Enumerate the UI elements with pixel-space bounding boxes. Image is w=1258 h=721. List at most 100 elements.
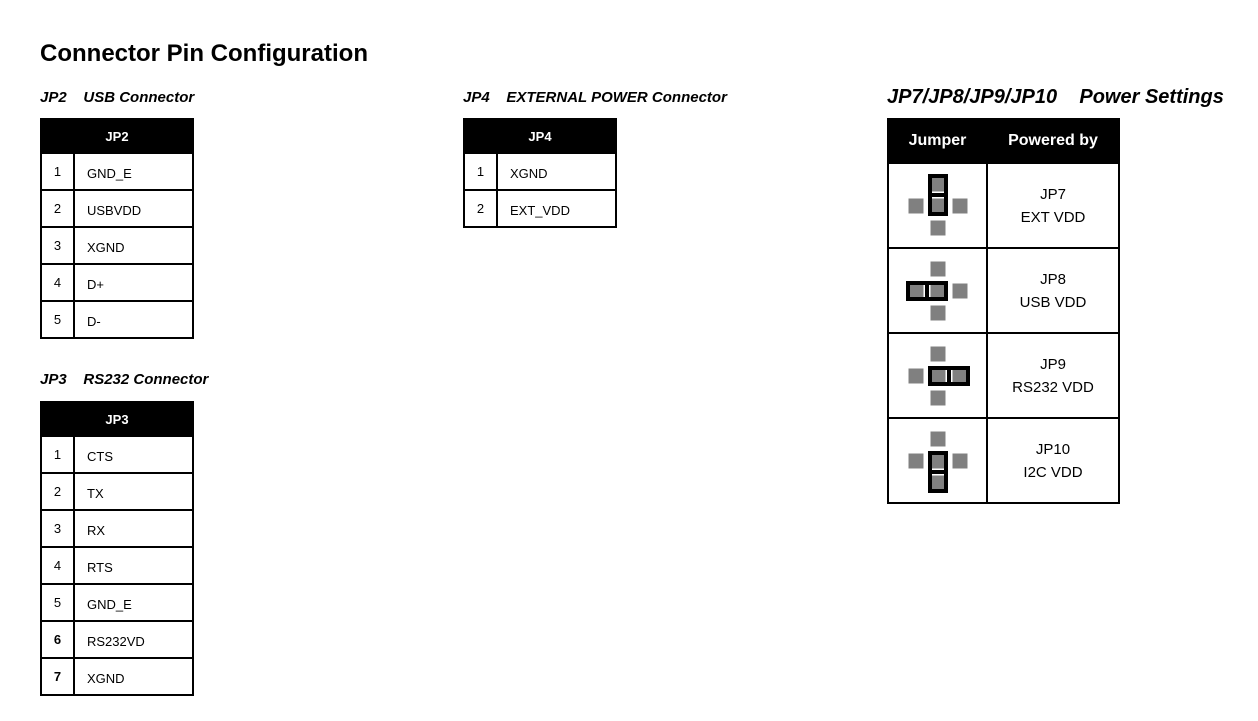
pin-signal: TX xyxy=(73,472,194,511)
pad-center xyxy=(930,283,945,298)
pin-number: 3 xyxy=(40,226,75,265)
pin-signal: RS232VD xyxy=(73,620,194,659)
pin-signal: D- xyxy=(73,300,194,339)
pin-signal: D+ xyxy=(73,263,194,302)
jp4-caption: JP4 EXTERNAL POWER Connector xyxy=(463,89,727,106)
pad-bottom xyxy=(930,305,945,320)
pin-number: 1 xyxy=(40,435,75,474)
pad-right xyxy=(952,453,967,468)
pad-bottom xyxy=(930,475,945,490)
jp3-header: JP3 xyxy=(40,401,194,437)
pin-number: 2 xyxy=(40,472,75,511)
jp2-caption: JP2 USB Connector xyxy=(40,89,195,106)
pin-number: 1 xyxy=(40,152,75,191)
power-source: USB VDD xyxy=(1019,293,1087,311)
col-jumper: Jumper xyxy=(887,118,988,164)
power-source: EXT VDD xyxy=(1020,208,1086,226)
pad-left xyxy=(908,198,923,213)
pin-number: 5 xyxy=(40,583,75,622)
pad-left xyxy=(908,283,923,298)
pin-signal: XGND xyxy=(496,152,617,191)
jp3-caption: JP3 RS232 Connector xyxy=(40,371,209,388)
jumper-name: JP10 xyxy=(1035,440,1071,458)
pad-left xyxy=(908,368,923,383)
pad-right xyxy=(952,368,967,383)
page-title: Connector Pin Configuration xyxy=(40,40,368,67)
pin-number: 2 xyxy=(40,189,75,228)
jumper-name: JP7 xyxy=(1040,185,1066,203)
pin-signal: GND_E xyxy=(73,583,194,622)
pin-signal: EXT_VDD xyxy=(496,189,617,228)
pad-top xyxy=(930,176,945,191)
power-source: I2C VDD xyxy=(1023,463,1083,481)
pin-signal: GND_E xyxy=(73,152,194,191)
pin-signal: RX xyxy=(73,509,194,548)
pin-number: 5 xyxy=(40,300,75,339)
pin-number: 6 xyxy=(40,620,75,659)
pin-signal: CTS xyxy=(73,435,194,474)
pin-signal: XGND xyxy=(73,657,194,696)
pin-signal: XGND xyxy=(73,226,194,265)
jumper-diagram-cell xyxy=(887,247,988,334)
jumper-icon xyxy=(908,346,970,405)
jumper-diagram-cell xyxy=(887,417,988,504)
pin-signal: USBVDD xyxy=(73,189,194,228)
pad-center xyxy=(930,368,945,383)
pad-left xyxy=(908,453,923,468)
pad-right xyxy=(952,283,967,298)
jumper-diagram-cell xyxy=(887,332,988,419)
pad-top xyxy=(930,261,945,276)
power-caption: JP7/JP8/JP9/JP10 Power Settings xyxy=(887,86,1224,108)
pad-bottom xyxy=(930,390,945,405)
jumper-icon xyxy=(905,261,967,320)
jumper-name: JP9 xyxy=(1040,355,1066,373)
pin-number: 7 xyxy=(40,657,75,696)
pin-number: 2 xyxy=(463,189,498,228)
pad-right xyxy=(952,198,967,213)
jp4-header: JP4 xyxy=(463,118,617,154)
pin-number: 4 xyxy=(40,263,75,302)
pin-number: 4 xyxy=(40,546,75,585)
jumper-icon xyxy=(908,173,967,235)
jp2-header: JP2 xyxy=(40,118,194,154)
pin-number: 1 xyxy=(463,152,498,191)
pad-bottom xyxy=(930,220,945,235)
col-powered-by: Powered by xyxy=(986,118,1120,164)
pad-top xyxy=(930,431,945,446)
pin-signal: RTS xyxy=(73,546,194,585)
pin-number: 3 xyxy=(40,509,75,548)
jumper-icon xyxy=(908,431,967,493)
jumper-name: JP8 xyxy=(1040,270,1066,288)
jumper-diagram-cell xyxy=(887,162,988,249)
pad-center xyxy=(930,198,945,213)
power-source: RS232 VDD xyxy=(1012,378,1094,396)
pad-center xyxy=(930,453,945,468)
pad-top xyxy=(930,346,945,361)
